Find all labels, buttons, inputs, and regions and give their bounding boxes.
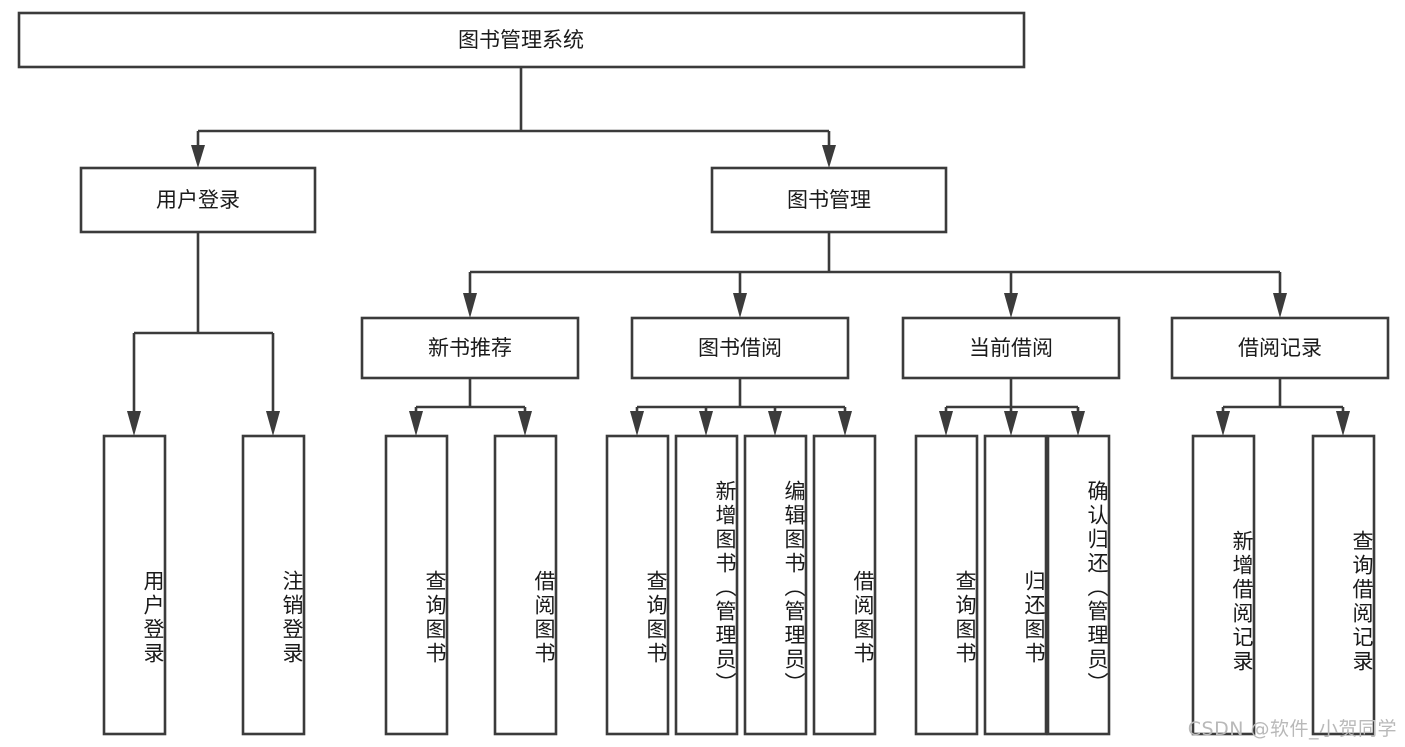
- node-leaf-return-book[interactable]: [983, 434, 1048, 736]
- node-borrow-record-label: 借阅记录: [1238, 336, 1322, 360]
- node-book-borrow-label: 图书借阅: [698, 336, 782, 360]
- node-leaf-confirm-return[interactable]: [1046, 434, 1111, 736]
- node-leaf-borrow-book[interactable]: [812, 434, 877, 736]
- node-leaf-logout[interactable]: [241, 434, 306, 736]
- node-leaf-query-record[interactable]: [1311, 434, 1376, 736]
- node-user-login[interactable]: 用户登录: [79, 166, 317, 234]
- node-book-manage[interactable]: 图书管理: [710, 166, 948, 234]
- connector-bookmanage-to-level3: [463, 232, 1287, 318]
- connector-newbook-to-leaves: [409, 378, 532, 436]
- connector-currentborrow-to-leaves: [939, 378, 1085, 436]
- node-new-book-rec-label: 新书推荐: [428, 336, 512, 360]
- watermark-text: CSDN @软件_小贺同学: [1187, 718, 1397, 740]
- node-current-borrow-label: 当前借阅: [969, 336, 1053, 360]
- node-leaf-query-book-rec[interactable]: [384, 434, 449, 736]
- leaf-boxes: [102, 434, 1376, 736]
- node-book-borrow[interactable]: 图书借阅: [630, 316, 850, 380]
- node-root-label: 图书管理系统: [458, 28, 584, 52]
- node-leaf-edit-book[interactable]: [743, 434, 808, 736]
- node-leaf-query-book-borrow[interactable]: [605, 434, 670, 736]
- node-current-borrow[interactable]: 当前借阅: [901, 316, 1121, 380]
- node-user-login-label: 用户登录: [156, 188, 240, 212]
- connector-borrowrecord-to-leaves: [1216, 378, 1350, 436]
- node-borrow-record[interactable]: 借阅记录: [1170, 316, 1390, 380]
- connector-root-to-level2: [191, 67, 836, 168]
- node-leaf-user-login[interactable]: [102, 434, 167, 736]
- node-leaf-add-book[interactable]: [674, 434, 739, 736]
- connector-bookborrow-to-leaves: [630, 378, 852, 436]
- node-leaf-add-record[interactable]: [1191, 434, 1256, 736]
- node-root[interactable]: 图书管理系统: [17, 11, 1026, 69]
- node-new-book-rec[interactable]: 新书推荐: [360, 316, 580, 380]
- node-leaf-query-book-cur[interactable]: [914, 434, 979, 736]
- node-leaf-borrow-book-rec[interactable]: [493, 434, 558, 736]
- connector-userlogin-to-leaves: [127, 232, 280, 436]
- node-book-manage-label: 图书管理: [787, 188, 871, 212]
